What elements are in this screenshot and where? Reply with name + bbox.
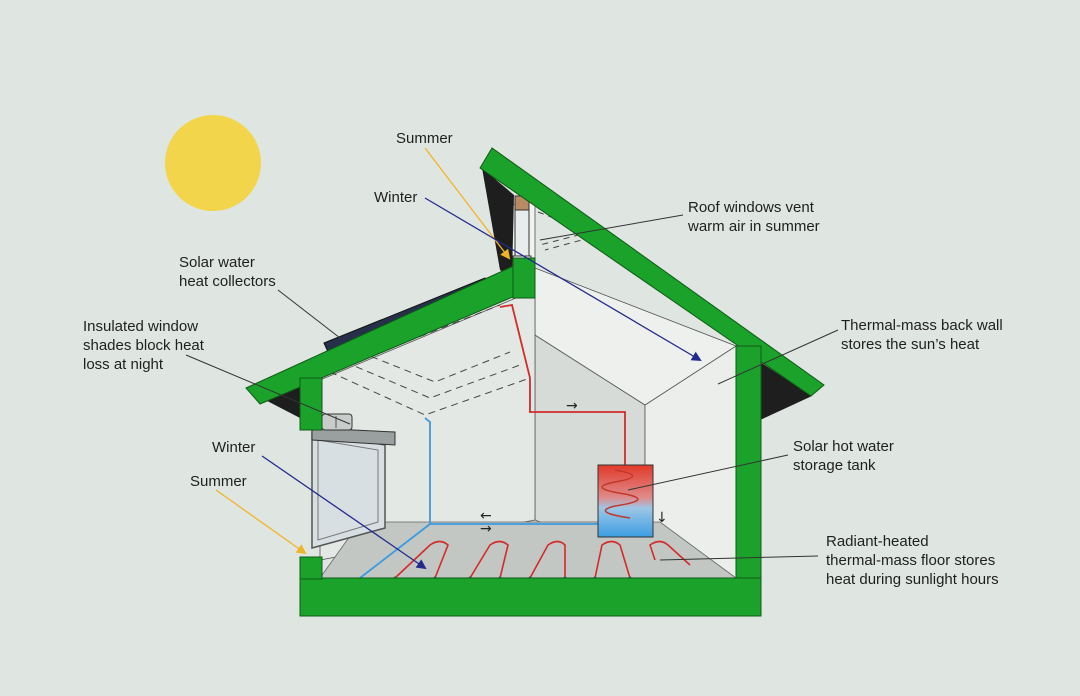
label-window-shades: Insulated window shades block heat loss … (83, 318, 204, 373)
flow-arrow-down: ↓ (656, 510, 668, 526)
storage-tank-icon (597, 464, 654, 538)
cold-water-pipe (424, 417, 600, 525)
shade-roller (321, 413, 353, 431)
label-thermal-wall: Thermal-mass back wall stores the sun’s … (841, 317, 1003, 353)
winter-ray-top (424, 197, 702, 362)
flow-arrow-left: ← (480, 508, 492, 524)
flow-arrow-right-lower: → (480, 521, 492, 537)
tank-coil (601, 469, 639, 519)
floor-feed-pipe (359, 523, 431, 579)
sun-icon (165, 115, 261, 211)
leader-lines (185, 214, 839, 561)
hot-water-pipe (499, 303, 626, 466)
radiant-floor-loops (394, 540, 691, 579)
window-shade-icon (311, 427, 396, 446)
house-frame (245, 147, 825, 617)
summer-ray-bottom (215, 489, 307, 555)
label-winter-bottom: Winter (212, 439, 256, 456)
label-summer-top: Summer (396, 130, 453, 147)
flow-arrow-right-upper: → (566, 398, 578, 414)
eave-shadow-right (760, 362, 812, 420)
window-frame-inner (317, 439, 379, 541)
label-roof-windows: Roof windows vent warm air in summer (688, 199, 820, 235)
label-winter-top: Winter (374, 189, 418, 206)
winter-ray-bottom (261, 455, 427, 570)
label-hot-water-tank: Solar hot water storage tank (793, 438, 894, 474)
label-solar-collectors: Solar water heat collectors (179, 254, 276, 290)
label-radiant-floor: Radiant-heated thermal-mass floor stores… (826, 533, 999, 588)
label-summer-bottom: Summer (190, 473, 247, 490)
